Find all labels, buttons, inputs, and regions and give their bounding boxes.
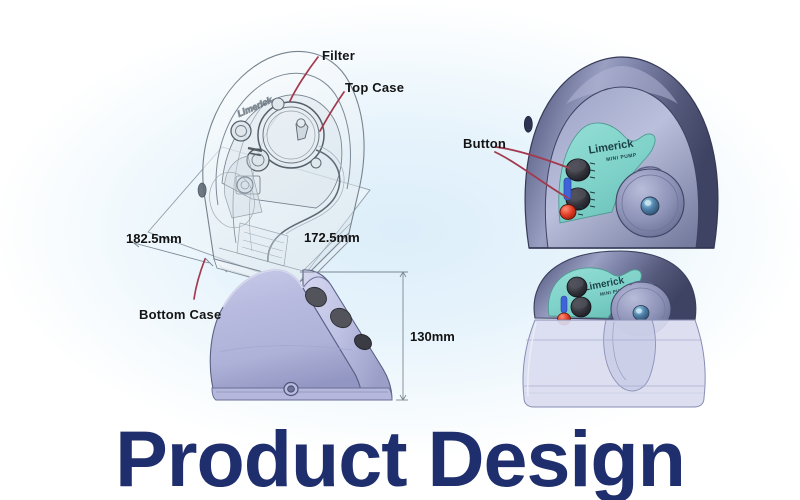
view-three-quarter: Limerick MINI PUMP (522, 250, 706, 408)
front-leader-lines (494, 146, 570, 199)
leader-bottom-case (193, 258, 206, 300)
tq-internal-funnel (603, 319, 656, 392)
tq-button-upper[interactable] (566, 276, 588, 298)
height-dimension (300, 271, 408, 401)
dimension-height: 130mm (410, 329, 455, 344)
callout-button: Button (463, 136, 507, 151)
dimension-width: 172.5mm (304, 230, 360, 245)
dimension-depth: 182.5mm (126, 231, 182, 246)
front-led-bar (563, 177, 572, 201)
view-side-profile (209, 268, 408, 401)
page-title: Product Design (115, 414, 686, 500)
view-isometric-transparent: Limerick (130, 50, 371, 300)
leader-top-case (319, 91, 345, 132)
iso-internal-assembly: Limerick (197, 94, 345, 267)
front-button-upper[interactable] (565, 158, 596, 182)
side-buttons[interactable] (302, 284, 374, 353)
callout-filter: Filter (322, 48, 355, 63)
tq-bowl-cap (632, 305, 650, 321)
tq-button-lower[interactable] (570, 296, 592, 318)
front-led-red (559, 204, 577, 220)
svg-text:MINI PUMP: MINI PUMP (606, 152, 638, 163)
iso-leader-lines (193, 56, 345, 300)
callout-bottom-case: Bottom Case (139, 307, 222, 322)
view-front: Limerick MINI PUMP (494, 56, 719, 249)
tq-led-bar (560, 295, 568, 314)
front-bowl-cap (640, 196, 660, 216)
callout-top-case: Top Case (345, 80, 405, 95)
leader-filter (289, 56, 319, 102)
svg-text:MINI PUMP: MINI PUMP (600, 287, 628, 297)
front-side-button[interactable] (523, 115, 533, 133)
